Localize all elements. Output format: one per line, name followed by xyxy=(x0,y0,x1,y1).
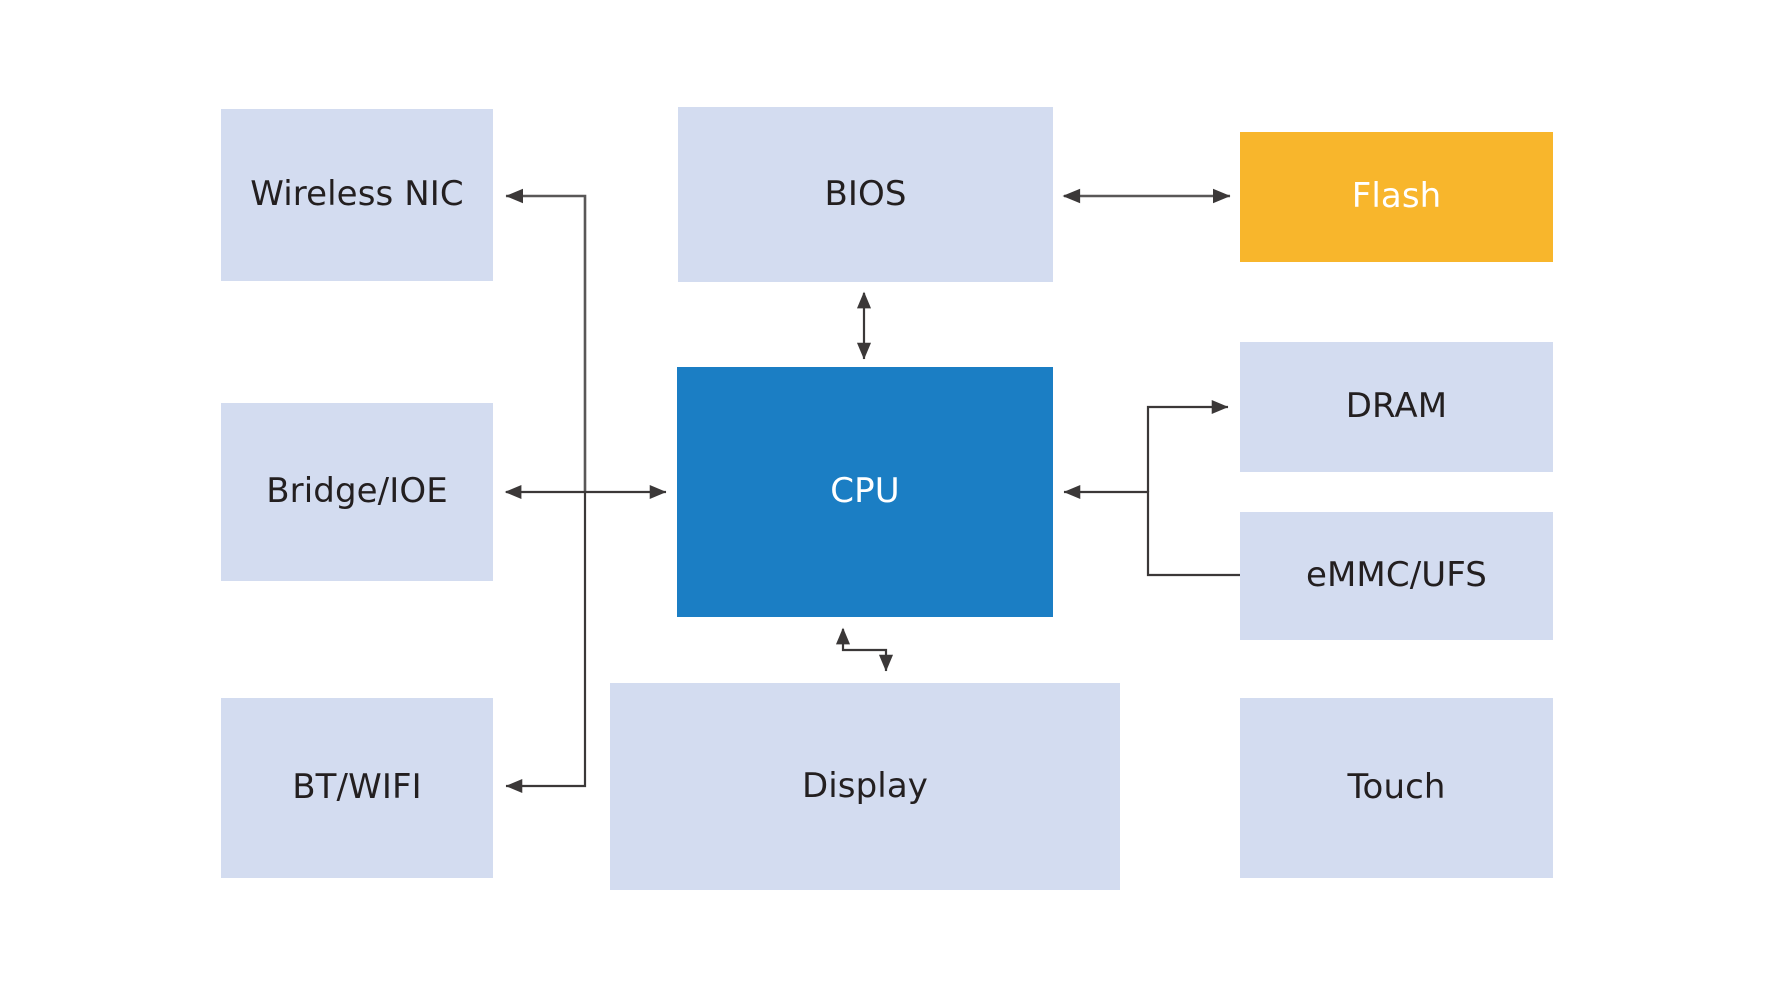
node-label-dram: DRAM xyxy=(1345,386,1448,427)
edge-display-to-cpu xyxy=(835,627,894,672)
node-bios[interactable]: BIOS xyxy=(678,107,1053,282)
node-flash[interactable]: Flash xyxy=(1240,132,1553,262)
edge-cpu-to-bt-wifi xyxy=(505,492,587,794)
node-display[interactable]: Display xyxy=(610,683,1120,890)
edge-cpu-to-wireless-nic xyxy=(505,188,587,492)
edge-emmc-ufs-to-cpu xyxy=(1063,484,1240,577)
node-label-bios: BIOS xyxy=(824,173,907,214)
node-label-cpu: CPU xyxy=(830,471,900,512)
node-bridge-ioe[interactable]: Bridge/IOE xyxy=(221,403,493,581)
node-label-display: Display xyxy=(801,765,929,806)
node-wireless-nic[interactable]: Wireless NIC xyxy=(221,109,493,281)
node-label-touch: Touch xyxy=(1347,767,1446,808)
node-label-emmc-ufs: eMMC/UFS xyxy=(1305,555,1487,596)
node-label-wireless-nic: Wireless NIC xyxy=(250,174,464,215)
node-dram[interactable]: DRAM xyxy=(1240,342,1553,472)
node-touch[interactable]: Touch xyxy=(1240,698,1553,878)
edge-cpu-to-dram xyxy=(1146,399,1229,492)
node-bt-wifi[interactable]: BT/WIFI xyxy=(221,698,493,878)
node-cpu[interactable]: CPU xyxy=(677,367,1053,617)
node-emmc-ufs[interactable]: eMMC/UFS xyxy=(1240,512,1553,640)
node-label-bridge-ioe: Bridge/IOE xyxy=(266,471,448,512)
node-label-flash: Flash xyxy=(1351,176,1442,217)
node-label-bt-wifi: BT/WIFI xyxy=(292,767,422,808)
